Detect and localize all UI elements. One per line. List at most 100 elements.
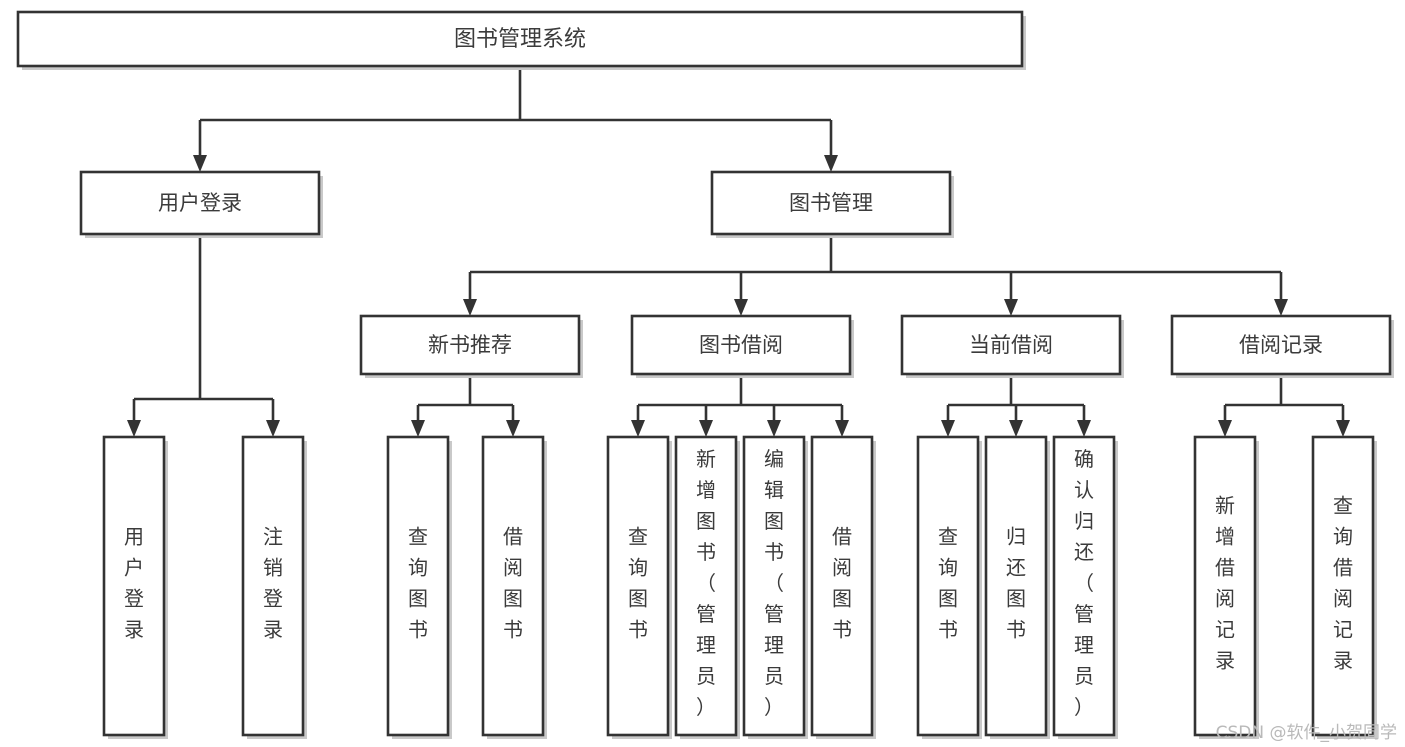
svg-text:（: （ — [696, 571, 716, 595]
svg-text:图: 图 — [1006, 587, 1026, 611]
svg-text:员: 员 — [696, 664, 716, 688]
node-border — [16, 10, 1024, 68]
svg-text:录: 录 — [263, 618, 283, 642]
node-border — [359, 314, 581, 376]
svg-text:登: 登 — [124, 587, 144, 611]
node-border — [742, 435, 806, 737]
node-book-manage[interactable]: 图书管理 — [710, 170, 954, 238]
svg-text:图: 图 — [764, 509, 784, 533]
node-root[interactable]: 图书管理系统 — [16, 10, 1026, 70]
node-border — [481, 435, 545, 737]
node-border — [630, 314, 852, 376]
node-border — [916, 435, 980, 737]
svg-text:书: 书 — [628, 618, 648, 642]
node-border — [1193, 435, 1257, 737]
svg-text:理: 理 — [1074, 633, 1094, 657]
svg-text:询: 询 — [1333, 525, 1353, 549]
node-border — [710, 170, 952, 236]
arrow-head-icon — [411, 420, 425, 437]
svg-text:录: 录 — [1333, 649, 1353, 673]
svg-text:查: 查 — [1333, 494, 1353, 518]
svg-text:图: 图 — [938, 587, 958, 611]
arrow-head-icon — [266, 420, 280, 437]
svg-text:员: 员 — [764, 664, 784, 688]
svg-text:图: 图 — [408, 587, 428, 611]
node-border — [102, 435, 166, 737]
svg-text:图: 图 — [696, 509, 716, 533]
csdn-watermark: CSDN @软件_小贺同学 — [1215, 723, 1397, 743]
svg-text:借: 借 — [1333, 556, 1353, 580]
node-label: 用户登录 — [124, 525, 144, 642]
svg-text:阅: 阅 — [1215, 587, 1235, 611]
svg-text:认: 认 — [1074, 478, 1094, 502]
svg-text:询: 询 — [628, 556, 648, 580]
node-layer: 图书管理系统用户登录图书管理新书推荐图书借阅当前借阅借阅记录用户登录注销登录查询… — [16, 10, 1394, 739]
node-border — [1052, 435, 1116, 737]
arrow-head-icon — [734, 299, 748, 316]
svg-text:注: 注 — [263, 525, 283, 549]
node-user-login[interactable]: 用户登录 — [79, 170, 323, 238]
node-borrow-record[interactable]: 借阅记录 — [1170, 314, 1394, 378]
svg-text:管: 管 — [1074, 602, 1094, 626]
svg-text:图: 图 — [832, 587, 852, 611]
svg-text:查: 查 — [408, 525, 428, 549]
arrow-head-icon — [835, 420, 849, 437]
svg-text:）: ） — [1074, 695, 1094, 719]
node-label: 图书借阅 — [699, 333, 783, 357]
svg-text:记: 记 — [1215, 618, 1235, 642]
node-border — [386, 435, 450, 737]
node-border — [1170, 314, 1392, 376]
svg-text:书: 书 — [503, 618, 523, 642]
svg-text:借: 借 — [1215, 556, 1235, 580]
arrow-head-icon — [506, 420, 520, 437]
arrow-head-icon — [463, 299, 477, 316]
arrow-head-icon — [1274, 299, 1288, 316]
node-border — [606, 435, 670, 737]
svg-text:）: ） — [696, 695, 716, 719]
svg-text:理: 理 — [764, 633, 784, 657]
node-book-borrow[interactable]: 图书借阅 — [630, 314, 854, 378]
svg-text:新: 新 — [1215, 494, 1235, 518]
svg-text:理: 理 — [696, 633, 716, 657]
node-current-borrow[interactable]: 当前借阅 — [900, 314, 1124, 378]
svg-text:管: 管 — [764, 602, 784, 626]
node-leaf-user-login[interactable]: 用户登录 — [102, 435, 168, 739]
svg-text:借: 借 — [503, 525, 523, 549]
svg-text:录: 录 — [124, 618, 144, 642]
svg-text:管: 管 — [696, 602, 716, 626]
svg-text:增: 增 — [1215, 525, 1235, 549]
arrow-head-icon — [767, 420, 781, 437]
arrow-head-icon — [824, 155, 838, 172]
svg-text:阅: 阅 — [832, 556, 852, 580]
node-label: 借阅记录 — [1239, 333, 1323, 357]
svg-text:（: （ — [764, 571, 784, 595]
node-border — [79, 170, 321, 236]
node-border — [1311, 435, 1375, 737]
svg-text:（: （ — [1074, 571, 1094, 595]
node-border — [984, 435, 1048, 737]
node-new-book-rec[interactable]: 新书推荐 — [359, 314, 583, 378]
svg-text:询: 询 — [408, 556, 428, 580]
svg-text:阅: 阅 — [503, 556, 523, 580]
svg-text:图: 图 — [628, 587, 648, 611]
svg-text:新: 新 — [696, 447, 716, 471]
